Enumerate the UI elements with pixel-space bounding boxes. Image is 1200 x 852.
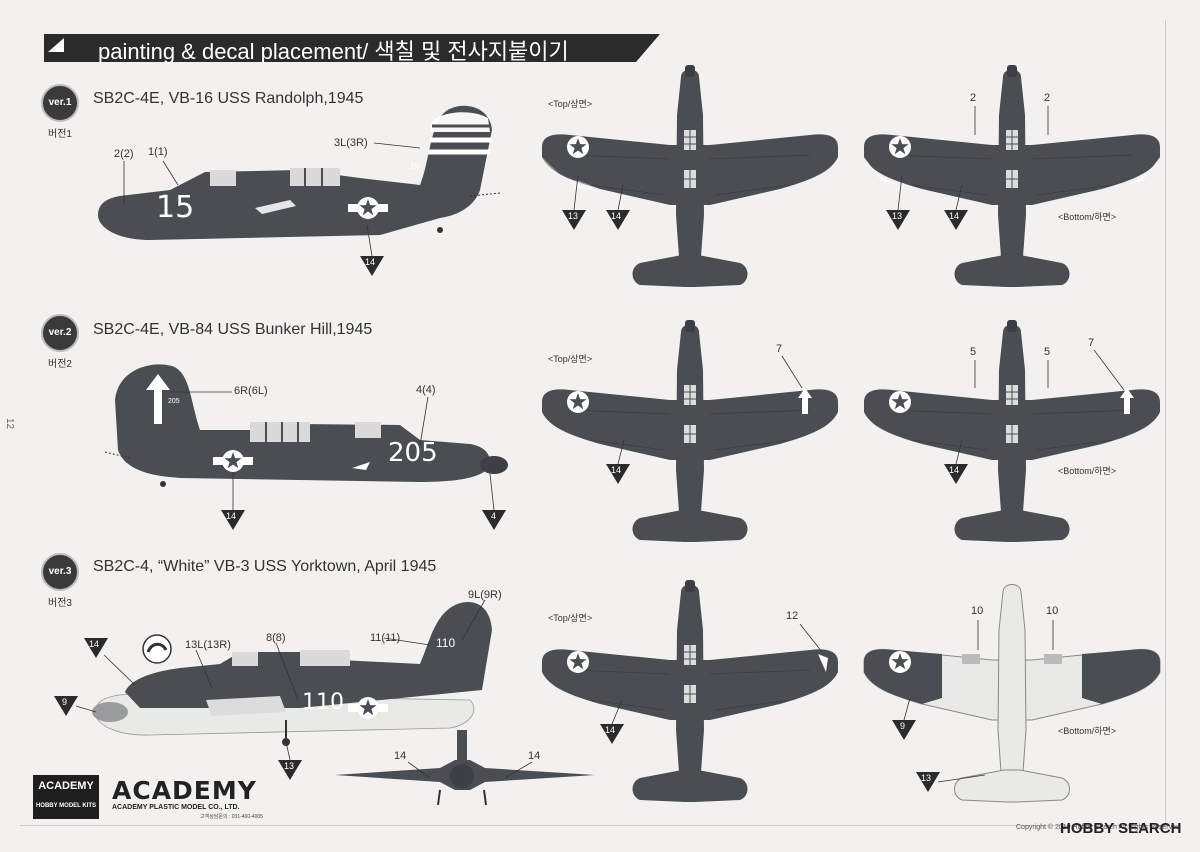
ver1-tail-marking: 15	[410, 162, 419, 171]
ver3-front-callout-a: 14	[394, 750, 407, 762]
ver1-bottom-label: <Bottom/하면>	[1058, 212, 1117, 222]
ver1-bottom-callout-c: 13	[892, 211, 903, 221]
ver2-top-callout-a: 7	[776, 343, 783, 355]
ver1-sub: 버전1	[48, 129, 72, 140]
ver1-top-aircraft	[541, 64, 839, 288]
ver2-bottom-callout-b: 5	[1044, 346, 1051, 358]
ver3-top-callout-b: 14	[605, 725, 616, 735]
ver3-front-aircraft	[335, 730, 595, 806]
brand-subtitle: ACADEMY PLASTIC MODEL CO., LTD.	[112, 804, 240, 811]
ver1-callout-b: 1(1)	[148, 146, 168, 158]
ver2-badge: ver.2	[48, 327, 72, 338]
watermark: HOBBY SEARCH	[1060, 820, 1182, 837]
ver3-tail-marking: 110	[436, 636, 456, 650]
ver1-top-callout-a: 13	[568, 211, 579, 221]
header-title: painting & decal placement/ 색칠 및 전사지붙이기	[98, 39, 569, 64]
ver3-top-aircraft	[541, 579, 839, 803]
header-banner	[44, 34, 660, 62]
ver3-top-label: <Top/상면>	[548, 613, 593, 623]
ver3-callout-c: 8(8)	[266, 632, 286, 644]
copyright-text: Copyright © 2019 Hobby Search All Rights…	[1016, 824, 1180, 831]
ver3-bottom-label: <Bottom/하면>	[1058, 726, 1117, 736]
ver3-callout-f: 9	[62, 697, 68, 707]
ver2-sub: 버전2	[48, 359, 72, 370]
ver2-bottom-callout-c: 7	[1088, 337, 1095, 349]
ver2-top-label: <Top/상면>	[548, 354, 593, 364]
ver1-title: SB2C-4E, VB-16 USS Randolph,1945	[93, 90, 364, 107]
ver3-sub: 버전3	[48, 598, 72, 609]
ver1-top-callout-b: 14	[611, 211, 622, 221]
logo-bottom-text: HOBBY MODEL KITS	[35, 803, 97, 809]
ver1-nose-marking: 15	[156, 190, 195, 225]
ver1-bottom-callout-d: 14	[949, 211, 960, 221]
ver3-side-aircraft	[92, 601, 492, 746]
ver3-bottom-callout-d: 13	[921, 773, 932, 783]
ver2-callout-b: 4(4)	[416, 384, 436, 396]
academy-logo	[33, 775, 99, 819]
ver2-nose-marking: 205	[388, 438, 438, 468]
ver1-bottom-callout-a: 2	[970, 92, 977, 104]
ver2-top-aircraft	[541, 319, 839, 543]
ver1-bottom-callout-b: 2	[1044, 92, 1051, 104]
ver3-callout-e: 14	[89, 639, 100, 649]
ver2-bottom-aircraft	[863, 319, 1161, 543]
ver2-bottom-label: <Bottom/하면>	[1058, 466, 1117, 476]
ver1-callout-a: 2(2)	[114, 148, 134, 160]
ver2-side-aircraft	[104, 364, 508, 487]
ver3-callout-b: 13L(13R)	[185, 639, 231, 651]
ver3-top-callout-a: 12	[786, 610, 799, 622]
ver1-callout-c: 3L(3R)	[334, 137, 368, 149]
ver2-bottom-callout-a: 5	[970, 346, 977, 358]
ver3-badge: ver.3	[48, 566, 72, 577]
brand-name: ACADEMY	[112, 776, 257, 805]
ver2-title: SB2C-4E, VB-84 USS Bunker Hill,1945	[93, 321, 373, 338]
ver1-bottom-aircraft	[863, 64, 1161, 288]
ver3-title: SB2C-4, “White” VB-3 USS Yorktown, April…	[93, 558, 437, 575]
ver2-callout-a: 6R(6L)	[234, 385, 268, 397]
ver3-callout-g: 13	[284, 761, 295, 771]
ver2-callout-d: 4	[491, 511, 497, 521]
ver3-callout-a: 9L(9R)	[468, 589, 502, 601]
ver1-badge: ver.1	[48, 97, 72, 108]
ver2-tail-marking: 205	[168, 398, 180, 405]
ver3-nose-marking: 110	[302, 690, 344, 715]
ver3-bottom-callout-c: 9	[900, 721, 906, 731]
ver1-side-aircraft	[98, 105, 501, 240]
ver2-callout-c: 14	[226, 511, 237, 521]
ver3-bottom-callout-b: 10	[1046, 605, 1059, 617]
ver3-bottom-callout-a: 10	[971, 605, 984, 617]
ver3-callout-d: 11(11)	[370, 632, 401, 644]
ver1-top-label: <Top/상면>	[548, 99, 593, 109]
ver2-bottom-callout-d: 14	[949, 465, 960, 475]
page-border	[20, 20, 1166, 826]
logo-top-text: ACADEMY	[38, 780, 94, 792]
page-number: 12	[4, 417, 16, 430]
ver3-bottom-aircraft	[863, 584, 1161, 803]
ver2-top-callout-b: 14	[611, 465, 622, 475]
brand-contact: 고객상담문의 : 031-460-4005	[200, 814, 263, 820]
ver3-front-callout-b: 14	[528, 750, 541, 762]
ver1-callout-num: 14	[365, 257, 376, 267]
